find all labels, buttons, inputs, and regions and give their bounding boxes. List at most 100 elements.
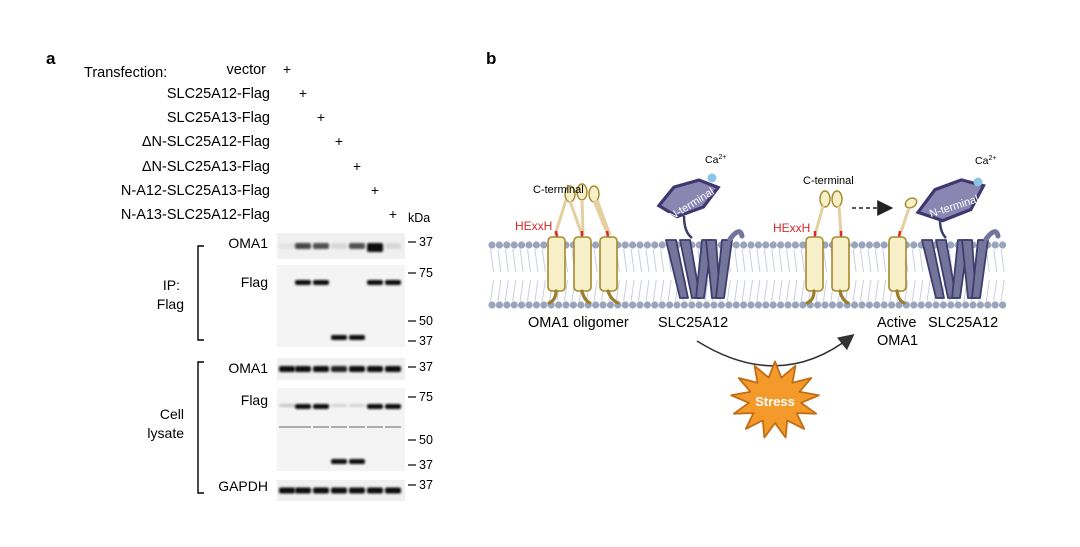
band [331,459,347,464]
lane-plus: + [389,206,397,222]
construct-label: ΔN-SLC25A13-Flag [142,159,270,175]
band [385,366,401,372]
band [331,366,347,372]
slc25a12-right: N-terminal Ca2+ SLC25A12 [915,155,1001,331]
construct-list: vector + SLC25A12-Flag + SLC25A13-Flag + ΔN-SL… [121,61,397,223]
band [349,459,365,464]
band [279,404,295,407]
lysate-bracket [197,361,204,494]
blot-label: OMA1 [228,360,268,376]
ip-label-line1: IP: [163,277,180,293]
band [367,487,383,494]
band [367,404,383,409]
background-band [331,426,347,428]
background-band [313,426,329,428]
transfection-header: Transfection: [84,65,167,81]
kda-marker: 75 [419,266,433,280]
construct-label: vector [227,62,267,78]
lysate-label-line1: Cell [160,406,184,422]
band [313,487,329,494]
blot-ip-oma1: OMA1 37 [228,233,433,259]
active-oma1: Active OMA1 [877,197,918,349]
blot-lysate-gapdh: GAPDH 37 [218,478,433,501]
blot-label: Flag [241,274,268,290]
lane-plus: + [371,182,379,198]
lysate-label-line2: lysate [147,425,184,441]
band [279,487,295,494]
blot-label: OMA1 [228,235,268,251]
band [295,280,311,285]
background-band [385,426,401,428]
band [367,280,383,285]
left-calcium-label: Ca2+ [705,154,726,166]
band [313,366,329,372]
panel-b: b [486,49,1008,439]
band [349,243,365,249]
panel-a: a Transfection: vector + SLC25A12-Flag + SLC… [46,49,433,501]
band [279,366,295,372]
active-oma1-label-line2: OMA1 [877,333,918,349]
oma1-oligomer-label: OMA1 oligomer [528,315,629,331]
blot-label: GAPDH [218,478,268,494]
band [295,404,311,409]
right-hexxh-label: HExxH [773,221,810,235]
band [349,335,365,340]
ip-label-line2: Flag [157,296,184,312]
lane-plus: + [335,133,343,149]
band [367,243,383,252]
band [331,335,347,340]
stress-burst: Stress [730,360,820,439]
kda-marker: 37 [419,478,433,492]
band [385,243,401,249]
band [349,366,365,372]
band [295,243,311,249]
right-slc-label: SLC25A12 [928,315,998,331]
lane-plus: + [283,61,291,77]
background-band [367,426,383,428]
right-c-terminal-label: C-terminal [803,175,854,187]
kda-marker: 37 [419,360,433,374]
band [349,404,365,407]
oma1-dimer: C-terminal HExxH [773,175,894,305]
blot-lysate-flag: Flag 75 50 37 [241,388,433,472]
construct-label: SLC25A12-Flag [167,86,270,102]
band [331,404,347,407]
band [331,487,347,494]
band [295,487,311,494]
blot-label: Flag [241,392,268,408]
kda-marker: 37 [419,334,433,348]
blot-lysate-oma1: OMA1 37 [228,358,433,380]
kda-marker: 37 [419,458,433,472]
background-band [295,426,311,428]
active-oma1-label-line1: Active [877,315,917,331]
left-c-terminal-label: C-terminal [533,184,584,196]
band [279,243,295,249]
band [385,404,401,409]
lane-plus: + [299,85,307,101]
lane-plus: + [353,158,361,174]
background-band [279,426,295,428]
band [313,404,329,409]
construct-label: N-A13-SLC25A12-Flag [121,207,270,223]
stress-label: Stress [755,394,795,409]
band [349,487,365,494]
band [331,243,347,249]
left-hexxh-label: HExxH [515,219,552,233]
kda-marker: 75 [419,390,433,404]
band [313,280,329,285]
band [385,280,401,285]
right-calcium-label: Ca2+ [975,155,996,167]
band [385,487,401,494]
ip-bracket [197,245,204,341]
kda-marker: 50 [419,433,433,447]
panel-a-label: a [46,49,56,68]
construct-label: SLC25A13-Flag [167,110,270,126]
left-slc-label: SLC25A12 [658,315,728,331]
background-band [349,426,365,428]
kda-marker: 37 [419,235,433,249]
oma1-oligomer: C-terminal HExxH OMA1 oligomer [515,183,629,331]
construct-label: N-A12-SLC25A13-Flag [121,183,270,199]
